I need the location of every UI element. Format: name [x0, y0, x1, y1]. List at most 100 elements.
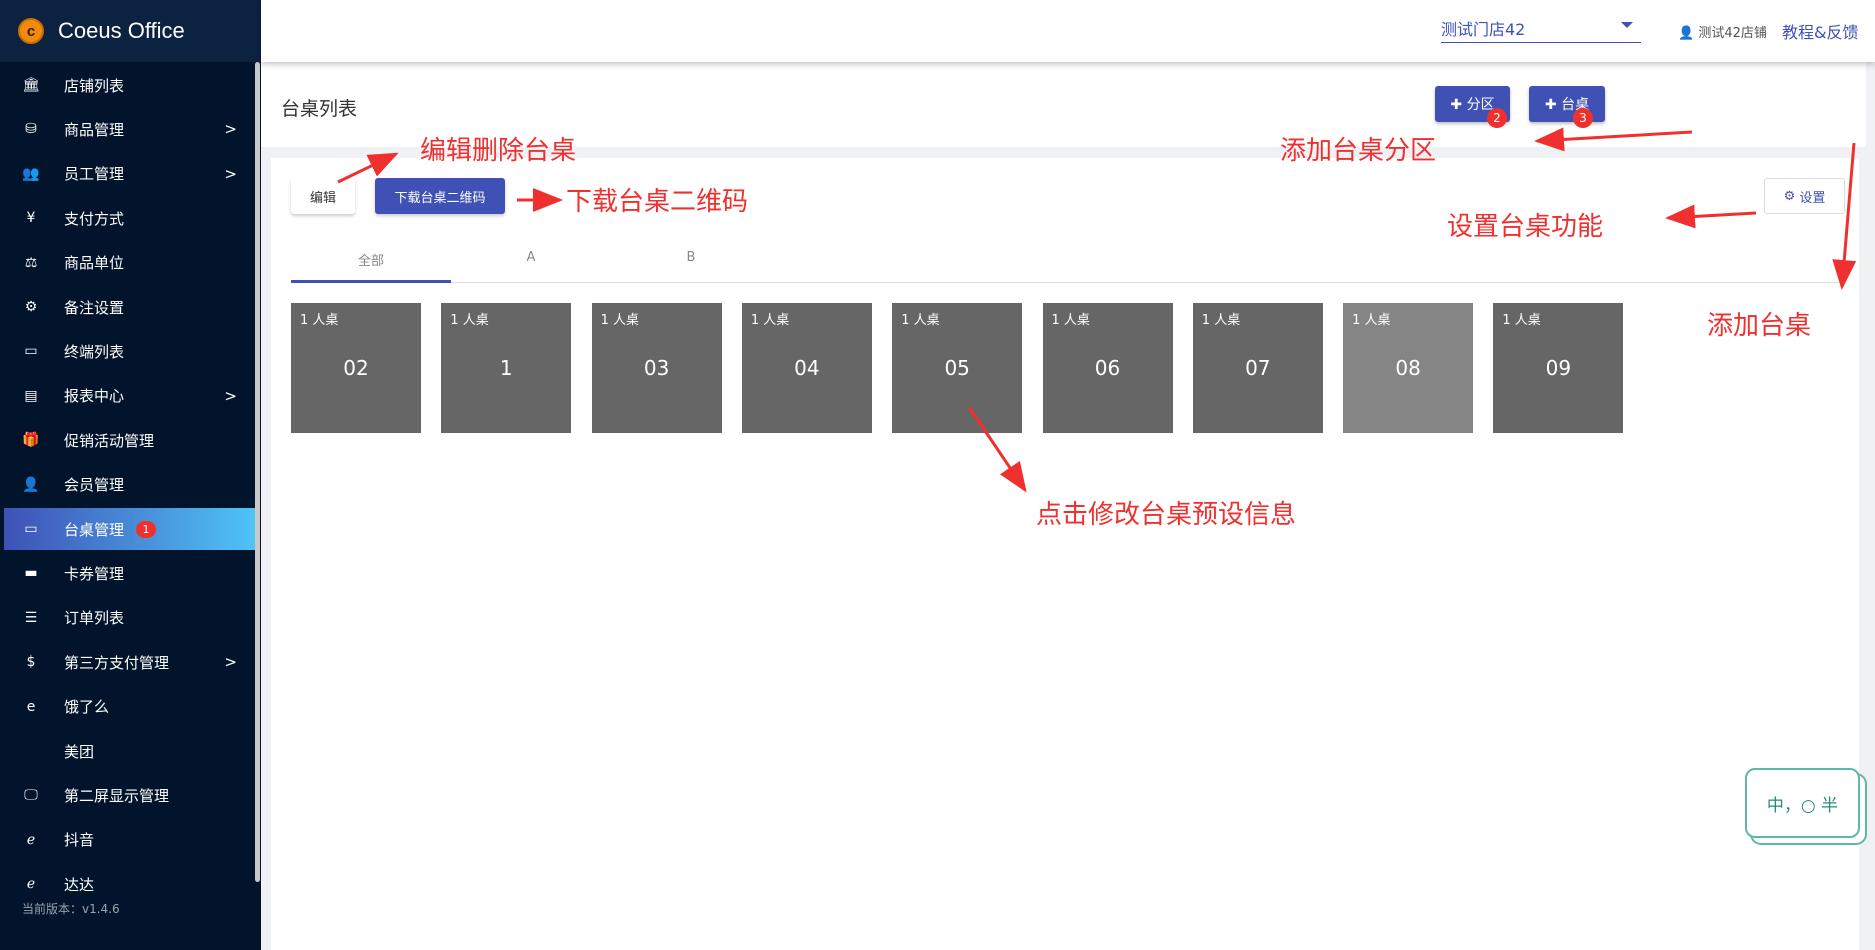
laptop-icon: ▭	[24, 343, 38, 360]
annotation-settings: 设置台桌功能	[1447, 212, 1604, 242]
table-capacity: 1 人桌	[1051, 313, 1090, 328]
table-number: 07	[1245, 356, 1271, 380]
table-tile[interactable]: 1 人桌 06	[1042, 303, 1173, 433]
credit-card-icon: ▬	[24, 565, 38, 582]
table-list-card: 编辑 下载台桌二维码 ⚙ 设置 全部 A B 1 人桌 02 1 人桌 1 1 人桌 03…	[271, 158, 1859, 950]
user-account[interactable]: 👤 测试42店铺	[1678, 22, 1767, 41]
sidebar-item[interactable]: 🎁促销活动管理	[4, 419, 255, 461]
settings-label: 设置	[1799, 190, 1826, 206]
sidebar-item[interactable]: ▤报表中心>	[4, 375, 255, 417]
edit-button[interactable]: 编辑	[291, 178, 355, 214]
help-feedback-link[interactable]: 教程&反馈	[1782, 23, 1859, 42]
sidebar-item-label: 订单列表	[64, 609, 125, 628]
tab-b[interactable]: B	[686, 250, 696, 265]
sidebar-item[interactable]: 👤 会员管理	[4, 464, 255, 506]
sidebar-item[interactable]: ☰ 订单列表	[4, 597, 255, 639]
sidebar-item[interactable]: 🖵第二屏显示管理	[4, 774, 255, 816]
sidebar-item-label: 饿了么	[64, 698, 110, 717]
table-number: 02	[343, 356, 369, 380]
table-number: 03	[643, 356, 670, 380]
list-icon: ☰	[24, 609, 38, 626]
sidebar-item[interactable]: ▬ 卡券管理	[4, 552, 255, 594]
chevron-right-icon: >	[224, 653, 237, 672]
sidebar-item-label: 第二屏显示管理	[64, 786, 170, 805]
add-zone-label: ✚ 分区	[1450, 97, 1495, 113]
sidebar-item[interactable]: 🏛店铺列表	[4, 64, 255, 106]
dada-icon: ℯ	[26, 876, 36, 893]
gear-icon: ⚙	[1783, 188, 1796, 204]
sidebar-item-label: 卡券管理	[64, 564, 125, 583]
table-tile[interactable]: 1 人桌 04	[741, 303, 872, 433]
sidebar-item-label: 达达	[64, 875, 95, 894]
step-badge: 2	[1487, 108, 1507, 128]
store-select[interactable]: 测试门店42	[1441, 16, 1641, 43]
sidebar-item[interactable]: ⚖商品单位	[4, 242, 255, 284]
sidebar-item[interactable]: ▭终端列表	[4, 330, 255, 372]
tab-all[interactable]: 全部	[357, 254, 384, 269]
annotation-download: 下载台桌二维码	[566, 187, 749, 217]
sidebar-item[interactable]: ℯ 达达	[4, 863, 255, 905]
sidebar-item-label: 会员管理	[64, 476, 125, 495]
logo[interactable]: c Coeus Office	[0, 0, 261, 62]
page-title: 台桌列表	[281, 98, 358, 120]
gift-icon: 🎁	[22, 432, 40, 449]
sidebar-item-label: 美团	[64, 742, 95, 761]
sidebar-item[interactable]: ⛁商品管理>	[4, 108, 255, 150]
table-number: 05	[944, 356, 970, 380]
sidebar-scrollbar[interactable]	[255, 62, 260, 882]
table-tile[interactable]: 1 人桌 07	[1192, 303, 1323, 433]
sidebar-item-label: 第三方支付管理	[64, 653, 170, 672]
download-qr-button[interactable]: 下载台桌二维码	[375, 178, 505, 214]
users-icon: 👥	[22, 165, 40, 182]
table-number: 1	[499, 356, 513, 380]
sidebar-item[interactable]: 美团	[4, 730, 255, 772]
sidebar-item-label: 商品管理	[64, 120, 125, 139]
sidebar: c Coeus Office 🏛店铺列表⛁商品管理>👥员工管理>¥支付方式⚖商品…	[0, 0, 261, 950]
table-capacity: 1 人桌	[300, 313, 339, 328]
table-capacity: 1 人桌	[600, 313, 639, 328]
step-badge: 1	[136, 520, 157, 538]
dollar-icon: $	[26, 654, 36, 671]
active-tab-indicator	[291, 280, 451, 283]
bank-icon: 🏛	[22, 77, 40, 93]
table-number: 06	[1094, 356, 1121, 380]
table-tile[interactable]: 1 人桌 02	[291, 303, 421, 433]
chevron-right-icon: >	[224, 120, 237, 139]
sticker-decoration: 中，○ 半	[1745, 768, 1860, 838]
annotation-add-table: 添加台桌	[1707, 311, 1812, 341]
tab-a[interactable]: A	[526, 250, 536, 265]
table-capacity: 1 人桌	[450, 313, 489, 328]
caret-down-icon	[1621, 22, 1633, 28]
chevron-right-icon: >	[224, 386, 237, 405]
table-capacity: 1 人桌	[1352, 313, 1391, 328]
table-capacity: 1 人桌	[750, 313, 790, 328]
table-tile[interactable]: 1 人桌 1	[441, 303, 572, 433]
table-capacity: 1 人桌	[1201, 313, 1241, 328]
table-tile[interactable]: 1 人桌 03	[591, 303, 722, 433]
table-capacity: 1 人桌	[1502, 313, 1541, 328]
top-header: 测试门店42 👤 测试42店铺 教程&反馈	[261, 0, 1875, 62]
settings-button[interactable]: ⚙ 设置	[1764, 178, 1845, 214]
table-number: 04	[794, 356, 820, 380]
sidebar-item[interactable]: $ 第三方支付管理 >	[4, 641, 255, 683]
sidebar-item-label: 备注设置	[64, 298, 125, 317]
store-select-value: 测试门店42	[1441, 20, 1526, 39]
tab-divider	[291, 282, 1839, 283]
sidebar-item-label: 抖音	[64, 831, 95, 850]
sidebar-item[interactable]: ⚙备注设置	[4, 286, 255, 328]
yen-icon: ¥	[26, 210, 36, 227]
sidebar-item[interactable]: 👥员工管理>	[4, 153, 255, 195]
sidebar-item[interactable]: ¥支付方式	[4, 197, 255, 239]
report-icon: ▤	[24, 387, 38, 404]
user-icon: 👤	[22, 476, 40, 493]
sidebar-item-label: 商品单位	[64, 254, 125, 273]
